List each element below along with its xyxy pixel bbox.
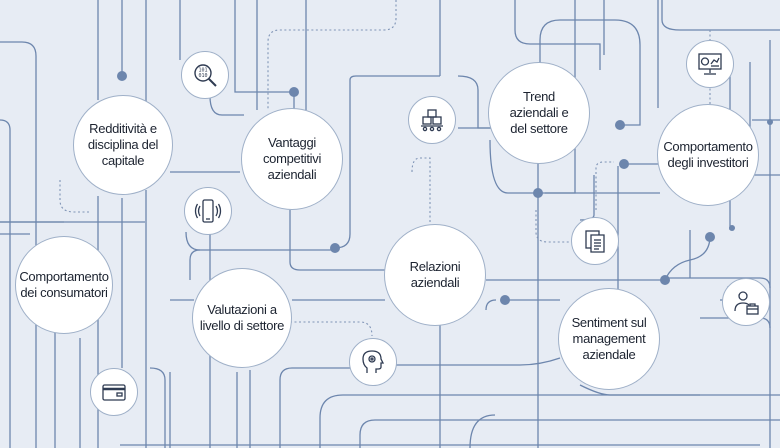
node-relazioni-aziendali: Relazioni aziendali xyxy=(384,224,486,326)
node-vantaggi-competitivi: Vantaggi competitivi aziendali xyxy=(241,108,343,210)
node-comportamento-investitori: Comportamento degli investitori xyxy=(657,104,759,206)
monitor-chart-icon xyxy=(686,40,734,88)
supply-chain-boxes-icon xyxy=(408,96,456,144)
node-valutazioni-settore: Valutazioni a livello di settore xyxy=(192,268,292,368)
svg-text:010: 010 xyxy=(199,73,208,79)
node-sentiment-management: Sentiment sul management aziendale xyxy=(558,288,660,390)
node-trend-aziendali: Trend aziendali e del settore xyxy=(488,62,590,164)
head-gear-icon xyxy=(349,338,397,386)
node-comportamento-consumatori: Comportamento dei consumatori xyxy=(15,236,113,334)
magnifier-binary-icon: 101 010 xyxy=(181,51,229,99)
manager-briefcase-icon xyxy=(722,278,770,326)
node-redditivita: Redditività e disciplina del capitale xyxy=(73,95,173,195)
documents-icon xyxy=(571,217,619,265)
credit-card-icon xyxy=(90,368,138,416)
smartphone-signal-icon xyxy=(184,187,232,235)
svg-text:101: 101 xyxy=(199,68,208,74)
